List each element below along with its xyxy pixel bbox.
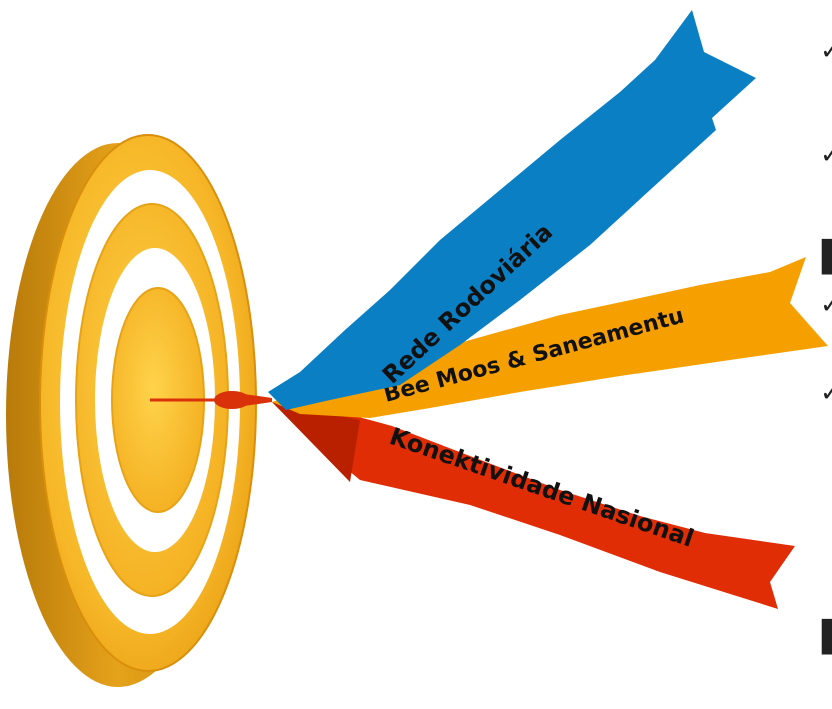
edge-check-3: ✓	[820, 290, 832, 320]
ribbon-konektividade: Konektividade Nasional	[272, 402, 795, 609]
target-board	[6, 135, 256, 687]
edge-bar-2: ▌	[822, 620, 832, 655]
dart-tip	[244, 394, 272, 406]
edge-check-2: ✓	[820, 140, 832, 170]
edge-bar-1: ▌	[822, 240, 832, 275]
edge-check-1: ✓	[820, 36, 832, 66]
edge-check-4: ✓	[820, 378, 832, 408]
